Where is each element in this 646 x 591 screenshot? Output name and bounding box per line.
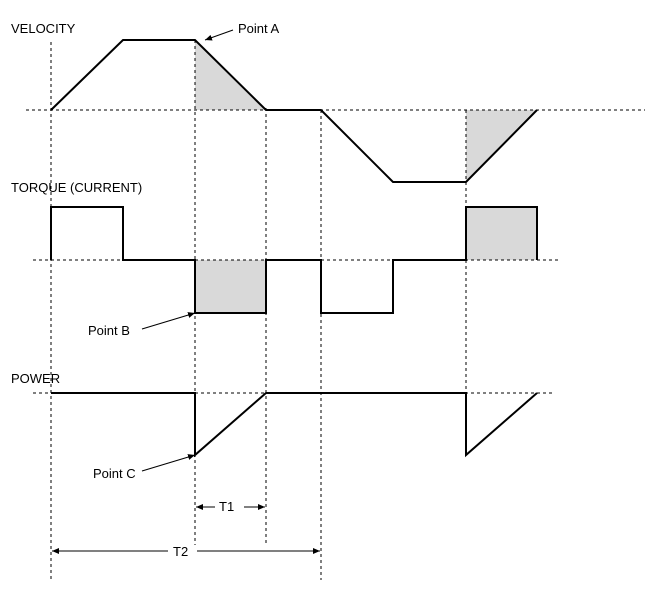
torque-label: TORQUE (CURRENT) — [11, 180, 142, 195]
t2-label: T2 — [173, 544, 188, 559]
power-label: POWER — [11, 371, 60, 386]
velocity-label: VELOCITY — [11, 21, 76, 36]
torque-shade-1 — [195, 260, 266, 313]
velocity-waveform — [50, 39, 538, 183]
t1-label: T1 — [219, 499, 234, 514]
torque-shade-2 — [466, 207, 537, 260]
point-b-arrow — [141, 312, 196, 330]
point-b-label: Point B — [88, 323, 130, 338]
torque-waveform — [50, 206, 538, 314]
power-waveform — [51, 392, 538, 458]
point-c-label: Point C — [93, 466, 136, 481]
point-c-arrow — [141, 454, 196, 472]
point-a-arrow — [204, 29, 234, 41]
point-a-label: Point A — [238, 21, 280, 36]
